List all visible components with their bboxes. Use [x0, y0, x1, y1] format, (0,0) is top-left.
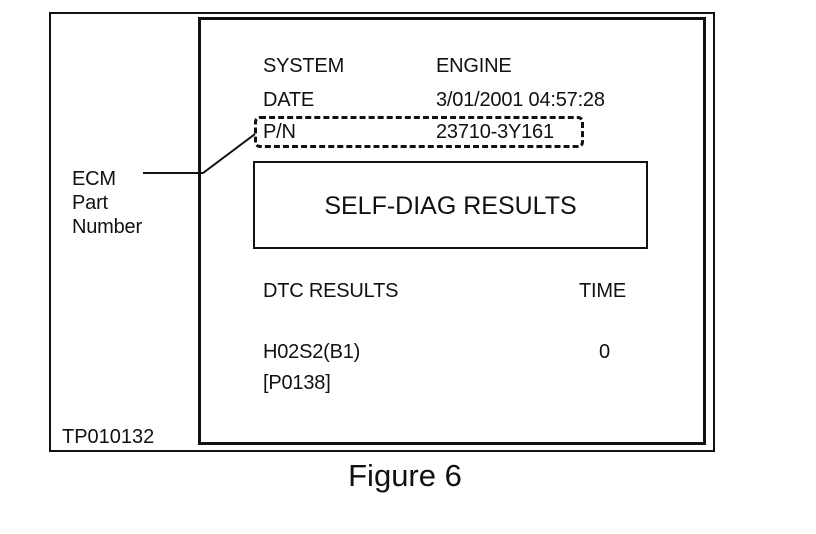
callout-line-2: Part [72, 192, 108, 214]
date-label: DATE [263, 89, 315, 111]
self-diag-results-title: SELF-DIAG RESULTS [324, 192, 577, 220]
self-diag-results-box [253, 161, 648, 249]
callout-line-1: ECM [72, 168, 116, 190]
part-number-highlight [254, 116, 584, 148]
figure-caption: Figure 6 [348, 458, 462, 493]
part-number-label: P/N [263, 121, 296, 143]
scan-tool-screen [198, 17, 706, 445]
dtc-code: [P0138] [263, 372, 331, 394]
time-header: TIME [579, 280, 626, 302]
date-value: 3/01/2001 04:57:28 [436, 89, 605, 111]
figure-outer-frame [49, 12, 715, 452]
dtc-name: H02S2(B1) [263, 341, 361, 363]
figure-id: TP010132 [62, 426, 155, 448]
part-number-value: 23710-3Y161 [436, 121, 554, 143]
system-value: ENGINE [436, 55, 512, 77]
callout-line-3: Number [72, 216, 142, 238]
dtc-results-header: DTC RESULTS [263, 280, 399, 302]
dtc-time: 0 [599, 341, 610, 363]
system-label: SYSTEM [263, 55, 345, 77]
